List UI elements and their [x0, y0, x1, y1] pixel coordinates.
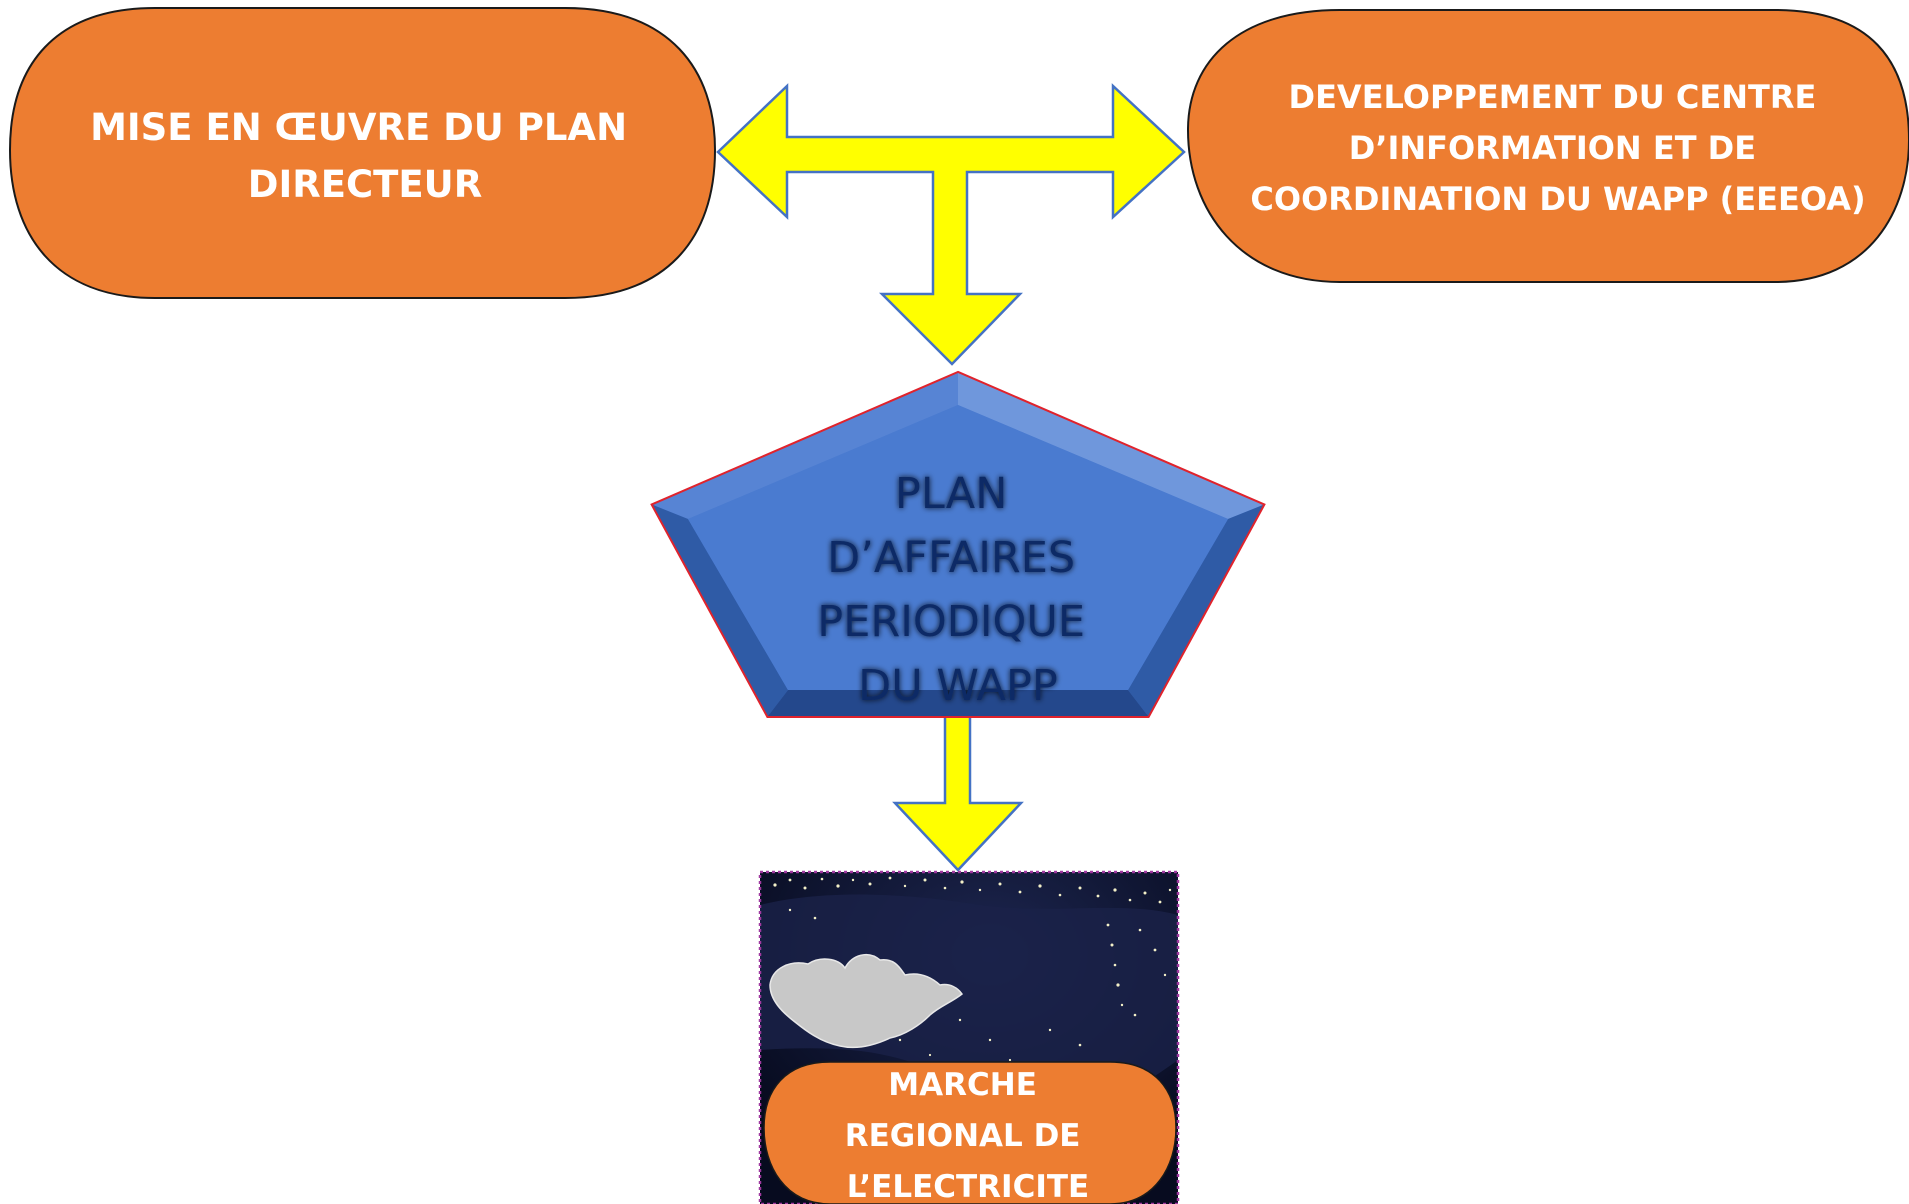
center-pentagon-label: PLAN D’AFFAIRES PERIODIQUE DU WAPP: [817, 469, 1098, 711]
right-box-label: DEVELOPPEMENT DU CENTRE D’INFORMATION ET…: [1250, 78, 1865, 218]
down-arrow: [892, 713, 1024, 872]
left-box-label: MISE EN ŒUVRE DU PLAN DIRECTEUR: [90, 106, 640, 206]
center-pentagon-line-3: PERIODIQUE: [817, 597, 1085, 647]
three-way-arrow: [716, 83, 1186, 366]
left-box: MISE EN ŒUVRE DU PLAN DIRECTEUR: [8, 7, 717, 299]
image-caption-line-2: REGIONAL DE: [845, 1118, 1081, 1154]
image-caption-pill: [763, 1061, 1177, 1204]
west-africa-region: [769, 953, 964, 1049]
image-border: [758, 870, 1180, 1204]
image-caption: MARCHE REGIONAL DE L’ELECTRICITE: [845, 1067, 1092, 1204]
bottom-image: MARCHE REGIONAL DE L’ELECTRICITE: [758, 870, 1180, 1204]
center-pentagon-line-1: PLAN: [895, 469, 1007, 519]
left-box-line-1: MISE EN ŒUVRE DU PLAN: [90, 106, 627, 149]
right-box-line-2: D’INFORMATION ET DE: [1349, 129, 1756, 167]
center-pentagon: PLAN D’AFFAIRES PERIODIQUE DU WAPP: [650, 370, 1266, 718]
city-lights: [773, 876, 1172, 1062]
right-box: DEVELOPPEMENT DU CENTRE D’INFORMATION ET…: [1186, 9, 1909, 283]
right-box-line-3: COORDINATION DU WAPP (EEEOA): [1250, 180, 1865, 218]
image-caption-line-3: L’ELECTRICITE: [847, 1169, 1089, 1204]
center-pentagon-line-4: DU WAPP: [858, 661, 1058, 711]
image-caption-line-1: MARCHE: [888, 1067, 1037, 1103]
right-box-line-1: DEVELOPPEMENT DU CENTRE: [1289, 78, 1817, 116]
left-box-line-2: DIRECTEUR: [248, 163, 482, 206]
center-pentagon-line-2: D’AFFAIRES: [827, 533, 1075, 583]
